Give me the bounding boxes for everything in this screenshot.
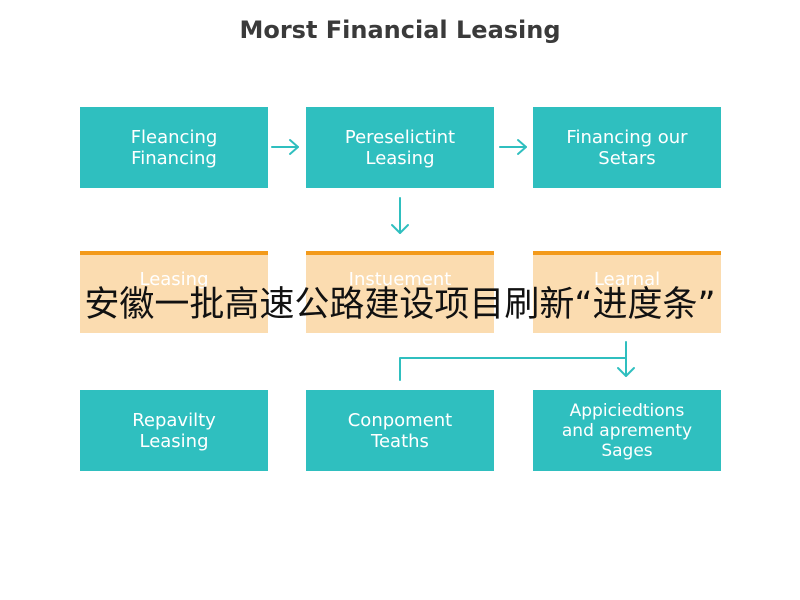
box-label: Learnal bbox=[593, 269, 661, 290]
arrow-down-1-icon bbox=[391, 197, 409, 234]
arrow-right-2-icon bbox=[499, 139, 527, 155]
box-label: Fleancing Financing bbox=[130, 126, 218, 169]
box-label: Conpoment Teaths bbox=[347, 409, 453, 452]
diagram-title: Morst Financial Leasing bbox=[239, 16, 561, 44]
box-instuement: Instuement bbox=[306, 251, 494, 333]
box-repavilty-leasing: Repavilty Leasing bbox=[80, 390, 268, 471]
box-label: Leasing bbox=[139, 269, 209, 290]
box-label: Financing our Setars bbox=[566, 126, 688, 169]
arrow-elbow-icon bbox=[399, 341, 635, 381]
box-leasing: Leasing bbox=[80, 251, 268, 333]
arrow-right-1-icon bbox=[271, 139, 299, 155]
box-conpoment-teaths: Conpoment Teaths bbox=[306, 390, 494, 471]
box-label: Repavilty Leasing bbox=[132, 409, 216, 452]
box-label: Appiciedtions and aprementy Sages bbox=[561, 400, 693, 461]
box-pereselictint-leasing: Pereselictint Leasing bbox=[306, 107, 494, 188]
box-appiciedtions: Appiciedtions and aprementy Sages bbox=[533, 390, 721, 471]
box-fleancing-financing: Fleancing Financing bbox=[80, 107, 268, 188]
box-learnal: Learnal bbox=[533, 251, 721, 333]
box-label: Pereselictint Leasing bbox=[344, 126, 456, 169]
box-financing-our-setars: Financing our Setars bbox=[533, 107, 721, 188]
box-label: Instuement bbox=[348, 269, 452, 290]
overlay-caption: 安徽一批高速公路建设项目刷新“进度条” bbox=[84, 285, 716, 325]
